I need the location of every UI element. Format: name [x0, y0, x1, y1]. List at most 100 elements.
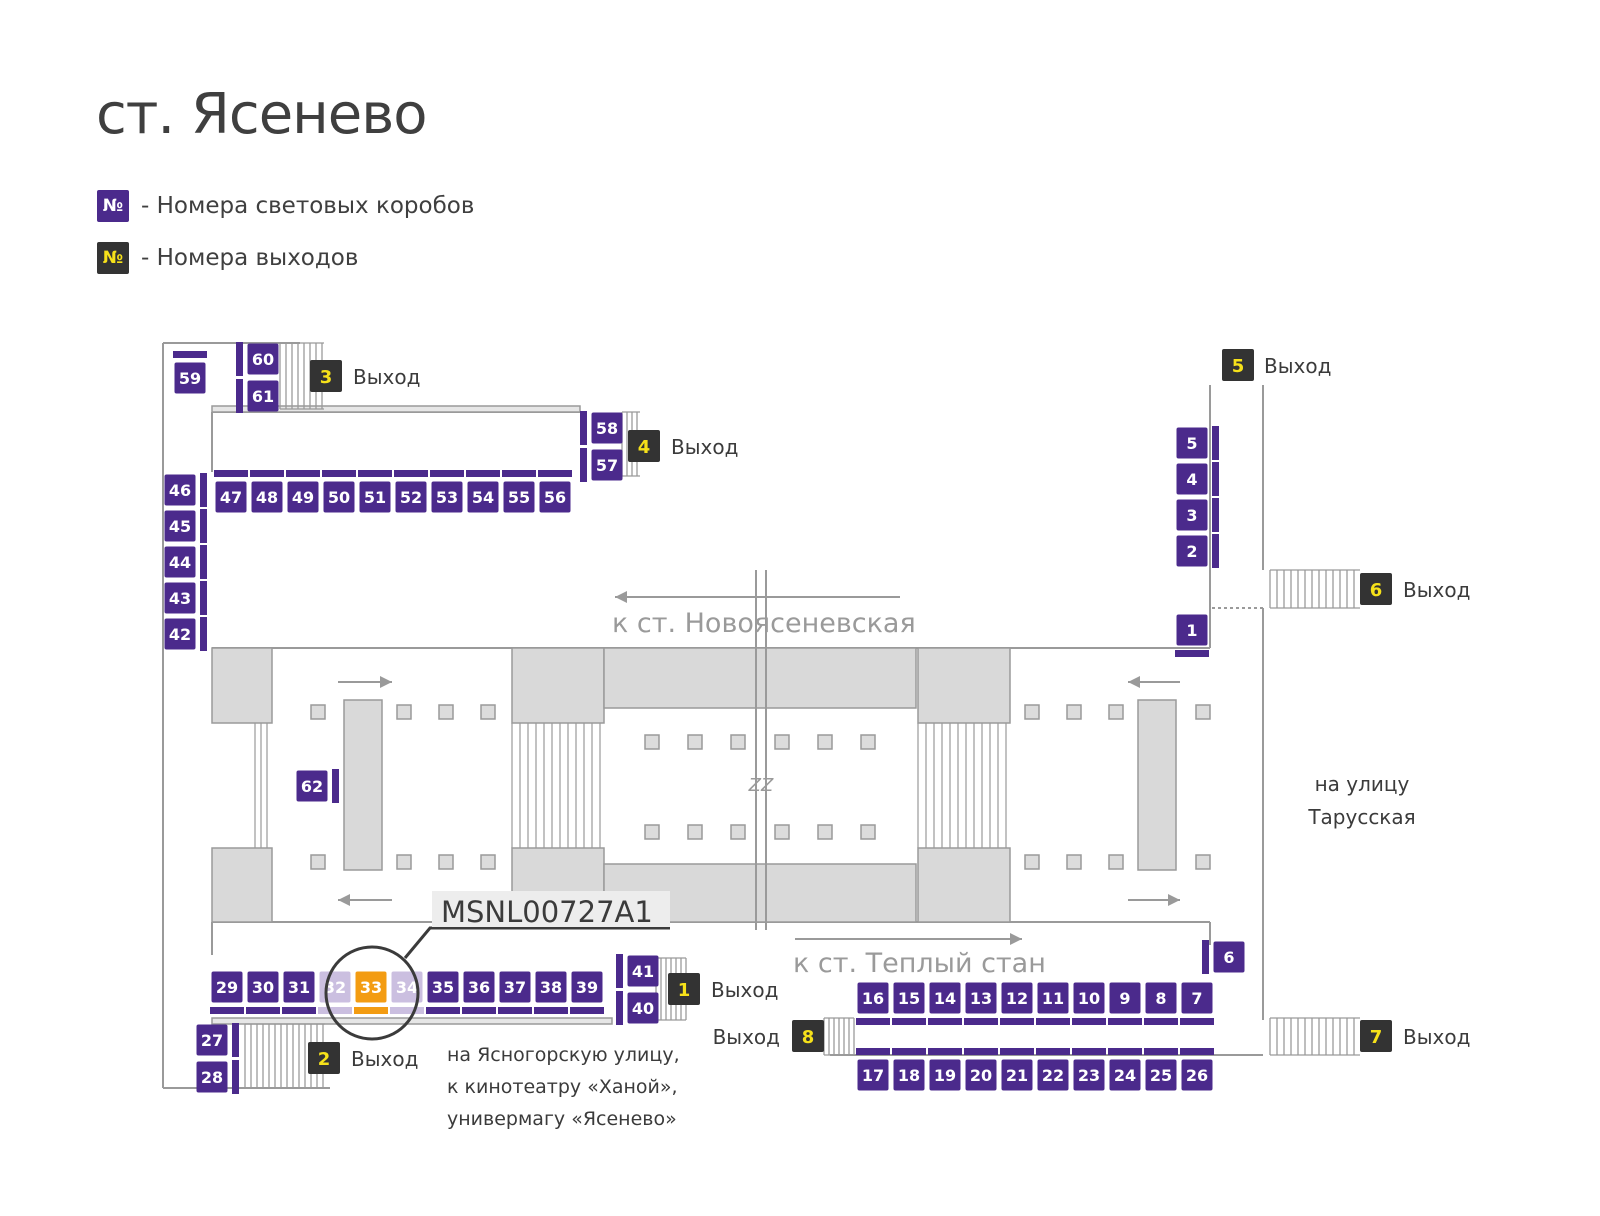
light-box-number-7: 7 [1191, 989, 1202, 1008]
platform-block [603, 647, 917, 709]
light-box-40 [627, 992, 659, 1024]
light-box-43 [164, 582, 196, 614]
light-box-number-15: 15 [898, 989, 920, 1008]
light-box-number-18: 18 [898, 1066, 920, 1085]
light-box-46 [164, 474, 196, 506]
exit-marker-7 [1360, 1020, 1392, 1052]
platform-block [917, 847, 1011, 923]
light-box-mount-44 [200, 545, 207, 579]
platform-block [511, 647, 605, 724]
light-box-mount-39 [570, 1007, 604, 1014]
callout-bg [432, 891, 670, 927]
light-box-legend-swatch: № [97, 190, 129, 222]
light-box-mount-4 [1212, 462, 1219, 496]
light-box-number-47: 47 [220, 488, 242, 507]
light-box-56 [539, 481, 571, 513]
flow-arrow-head [1168, 894, 1180, 906]
pillar [1108, 704, 1124, 720]
light-box-number-62: 62 [301, 777, 323, 796]
light-box-number-5: 5 [1186, 434, 1197, 453]
pillar [644, 734, 660, 750]
light-box-19 [929, 1059, 961, 1091]
corridor-strip [211, 1017, 613, 1025]
pillar [310, 854, 326, 870]
exit-number-8: 8 [802, 1027, 815, 1048]
light-box-mount-32 [318, 1007, 352, 1014]
light-box-number-44: 44 [169, 553, 191, 572]
light-box-54 [467, 481, 499, 513]
light-box-mount-50 [322, 470, 356, 477]
pillar [310, 704, 326, 720]
pillar [817, 734, 833, 750]
street-label-bottom: на Ясногорскую улицу, [447, 1044, 680, 1066]
light-box-mount-57 [580, 448, 587, 482]
light-box-mount-13 [964, 1018, 998, 1025]
exit-marker-3 [310, 360, 342, 392]
exit-number-7: 7 [1370, 1027, 1383, 1048]
pillar [438, 854, 454, 870]
pillar [860, 824, 876, 840]
light-box-57 [591, 449, 623, 481]
light-box-12 [1001, 982, 1033, 1014]
light-box-number-33: 33 [360, 978, 382, 997]
pillar [1195, 704, 1211, 720]
light-box-number-11: 11 [1042, 989, 1064, 1008]
light-box-number-56: 56 [544, 488, 566, 507]
light-box-35 [427, 971, 459, 1003]
pillar [1024, 704, 1040, 720]
pillar [438, 704, 454, 720]
light-box-mount-23 [1072, 1048, 1106, 1055]
light-box-17 [857, 1059, 889, 1091]
exit-number-5: 5 [1232, 356, 1245, 377]
light-box-26 [1181, 1059, 1213, 1091]
light-box-51 [359, 481, 391, 513]
light-box-mount-19 [928, 1048, 962, 1055]
light-box-41 [627, 955, 659, 987]
light-box-mount-56 [538, 470, 572, 477]
exit-number-1: 1 [678, 980, 691, 1001]
light-box-33 [355, 971, 387, 1003]
light-box-number-16: 16 [862, 989, 884, 1008]
pillar [730, 824, 746, 840]
platform-block [917, 647, 1011, 724]
light-box-mount-12 [1000, 1018, 1034, 1025]
exit-label-3: Выход [353, 365, 420, 389]
light-box-2 [1176, 535, 1208, 567]
pillar [644, 824, 660, 840]
light-box-number-61: 61 [252, 387, 274, 406]
pillar [396, 704, 412, 720]
light-box-mount-5 [1212, 426, 1219, 460]
light-box-number-42: 42 [169, 625, 191, 644]
light-box-number-45: 45 [169, 517, 191, 536]
light-box-number-28: 28 [201, 1068, 223, 1087]
callout-line [403, 926, 670, 959]
pillar [774, 824, 790, 840]
light-box-7 [1181, 982, 1213, 1014]
pillar [730, 734, 746, 750]
platform-block [211, 847, 273, 923]
light-box-number-37: 37 [504, 978, 526, 997]
light-box-52 [395, 481, 427, 513]
light-box-number-3: 3 [1186, 506, 1197, 525]
light-box-number-35: 35 [432, 978, 454, 997]
light-box-mount-18 [892, 1048, 926, 1055]
flow-arrow-head [1128, 676, 1140, 688]
light-box-22 [1037, 1059, 1069, 1091]
pillar [774, 734, 790, 750]
light-box-6 [1213, 941, 1245, 973]
pillar [1024, 854, 1040, 870]
light-box-number-12: 12 [1006, 989, 1028, 1008]
light-box-4 [1176, 463, 1208, 495]
pillar [860, 734, 876, 750]
light-box-37 [499, 971, 531, 1003]
street-label-bottom: к кинотеатру «Ханой», [447, 1076, 678, 1098]
light-box-number-53: 53 [436, 488, 458, 507]
light-box-50 [323, 481, 355, 513]
pillar [1195, 854, 1211, 870]
light-box-number-1: 1 [1186, 621, 1197, 640]
platform-block [343, 699, 383, 871]
light-box-mount-3 [1212, 498, 1219, 532]
light-box-legend-label: - Номера световых коробов [141, 193, 475, 219]
light-box-number-54: 54 [472, 488, 494, 507]
